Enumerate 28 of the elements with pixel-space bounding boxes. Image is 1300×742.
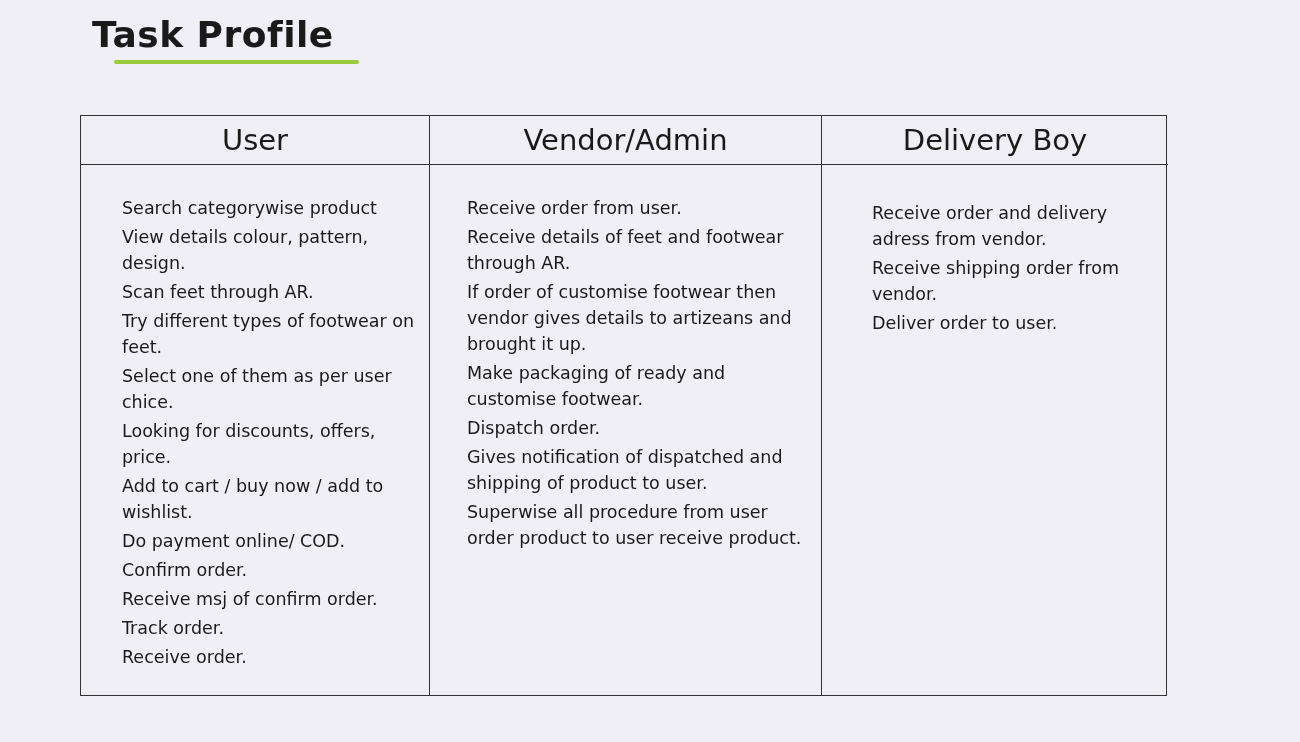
task-item: Looking for discounts, offers, price. (122, 420, 377, 469)
task-item: Track order. (122, 617, 225, 640)
task-item: Receive shipping order from vendor. (872, 257, 1120, 306)
task-item: Receive order and delivery adress from vendor. (872, 202, 1109, 251)
task-item: Receive msj of confirm order. (122, 588, 379, 611)
task-item: Add to cart / buy now / add to wishlist. (122, 475, 385, 524)
task-item: Dispatch order. (467, 417, 602, 440)
task-item: Try different types of footwear on feet. (122, 310, 416, 359)
task-item: Gives notification of dispatched and shipping of product to user. (467, 446, 784, 495)
task-item: Deliver order to user. (872, 312, 1059, 335)
task-item: Confirm order. (122, 559, 249, 582)
table-column (429, 116, 821, 695)
column-header-cell: User (81, 116, 429, 165)
column-header-cell: Delivery Boy (822, 116, 1168, 165)
task-item: Receive details of feet and footwear through AR. (467, 226, 785, 275)
table-column (821, 116, 1168, 695)
task-item: Do payment online/ COD. (122, 530, 347, 553)
task-item: Scan feet through AR. (122, 281, 315, 304)
page-title: Task Profile (92, 14, 334, 55)
task-item: Receive order from user. (467, 197, 683, 220)
column-header-cell: Vendor/Admin (430, 116, 821, 165)
task-item: Receive order. (122, 646, 248, 669)
task-item: Superwise all procedure from user order product to user receive product. (467, 501, 803, 550)
task-item: Make packaging of ready and customise footwear. (467, 362, 727, 411)
task-item: Search categorywise product (122, 197, 378, 220)
task-item: View details colour, pattern, design. (122, 226, 370, 275)
task-item: Select one of them as per user chice. (122, 365, 393, 414)
task-item: If order of customise footwear then vendor gives details to artizeans and brought it up. (467, 281, 793, 356)
